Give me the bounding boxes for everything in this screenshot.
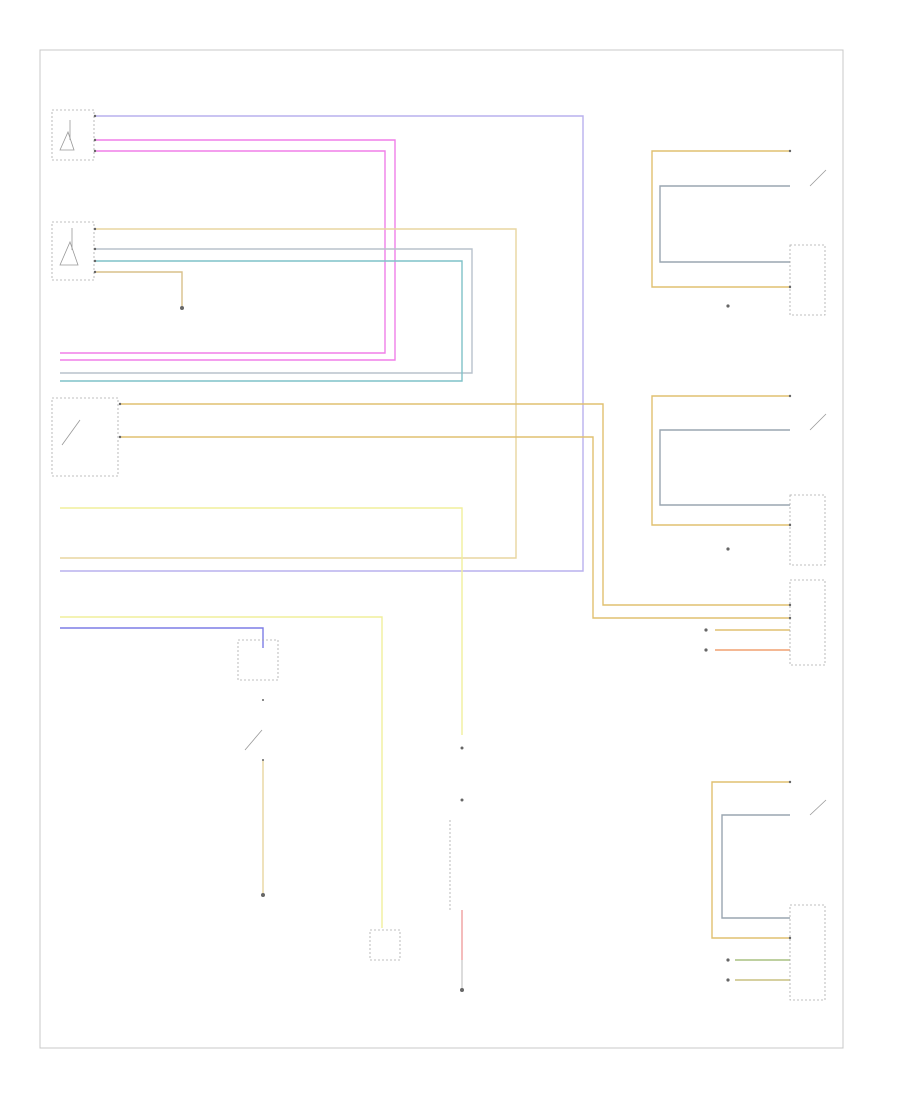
wire-yellow-epb (60, 616, 383, 928)
wires (60, 115, 790, 990)
wire-dd-gray-loop (721, 814, 790, 919)
front-passenger-door-lock-unit (51, 397, 122, 477)
wire-lr-gray-loop (659, 429, 790, 506)
wire-gray (60, 248, 473, 374)
wire-teal (60, 260, 463, 382)
diagram-frame (39, 49, 844, 1049)
wire-brown-door-2 (120, 436, 790, 619)
right-rear-door-control-module (726, 149, 827, 316)
wire-blue-brake (60, 627, 264, 648)
left-rear-brake-wear-sensor (261, 893, 265, 897)
brake-pad-wear-sensor (449, 746, 464, 992)
wire-yellow-sensor (60, 507, 463, 735)
wire-rr-brown-loop (651, 150, 790, 288)
wire-pink-2 (60, 150, 386, 354)
driver-door-control-module (726, 780, 827, 1001)
wire-violet-main (60, 115, 584, 572)
wire-dd-brown-loop (711, 781, 790, 939)
wire-lr-brown-loop (651, 395, 790, 526)
fuel-level-sensor-2 (51, 221, 97, 281)
wire-brown-ground (95, 271, 183, 306)
wire-brown-door-1 (120, 403, 790, 606)
wire-rr-gray-loop (659, 185, 790, 263)
left-rear-door-control-module (726, 394, 827, 566)
electronic-parking-brake-control-module (369, 929, 401, 961)
fuel-level-sensor (51, 109, 97, 161)
wire-pink-1 (60, 139, 396, 361)
ground (180, 306, 184, 310)
brake-light-switch (237, 639, 279, 761)
front-passenger-door-control-module (704, 579, 826, 666)
wire-tan-main (60, 228, 517, 559)
